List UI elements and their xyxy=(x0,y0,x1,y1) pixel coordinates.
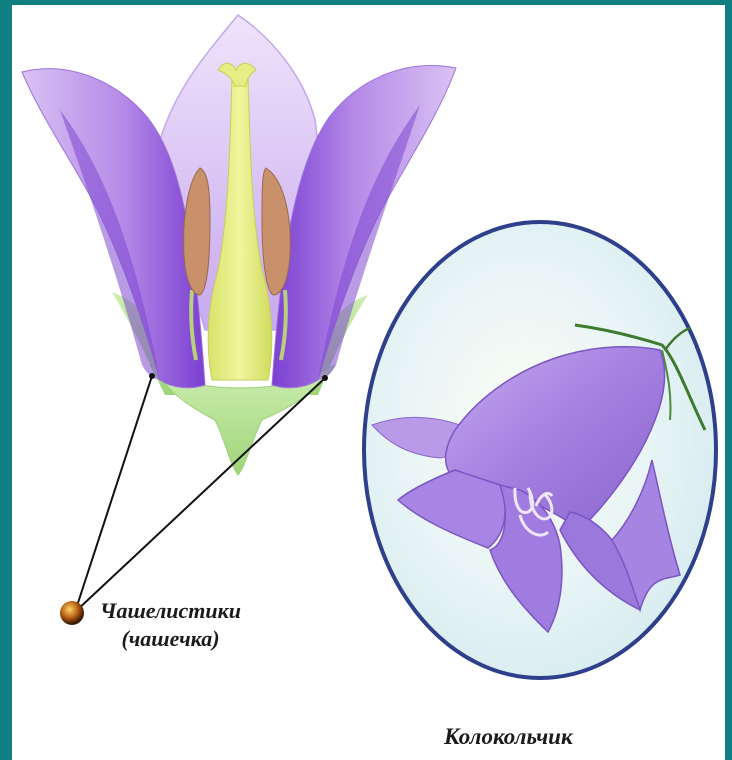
pointer-origin-dot xyxy=(60,601,84,625)
bellflower-label: Колокольчик xyxy=(444,723,573,751)
pointer-end-right xyxy=(322,375,328,381)
bellflower-illustration xyxy=(364,222,716,678)
pointer-lines xyxy=(60,373,328,625)
sepals-label: Чашелистики (чашечка) xyxy=(100,597,241,653)
pointer-end-left xyxy=(149,373,155,379)
sepals-label-line1: Чашелистики xyxy=(100,597,241,625)
sepals-label-line2: (чашечка) xyxy=(100,625,241,653)
